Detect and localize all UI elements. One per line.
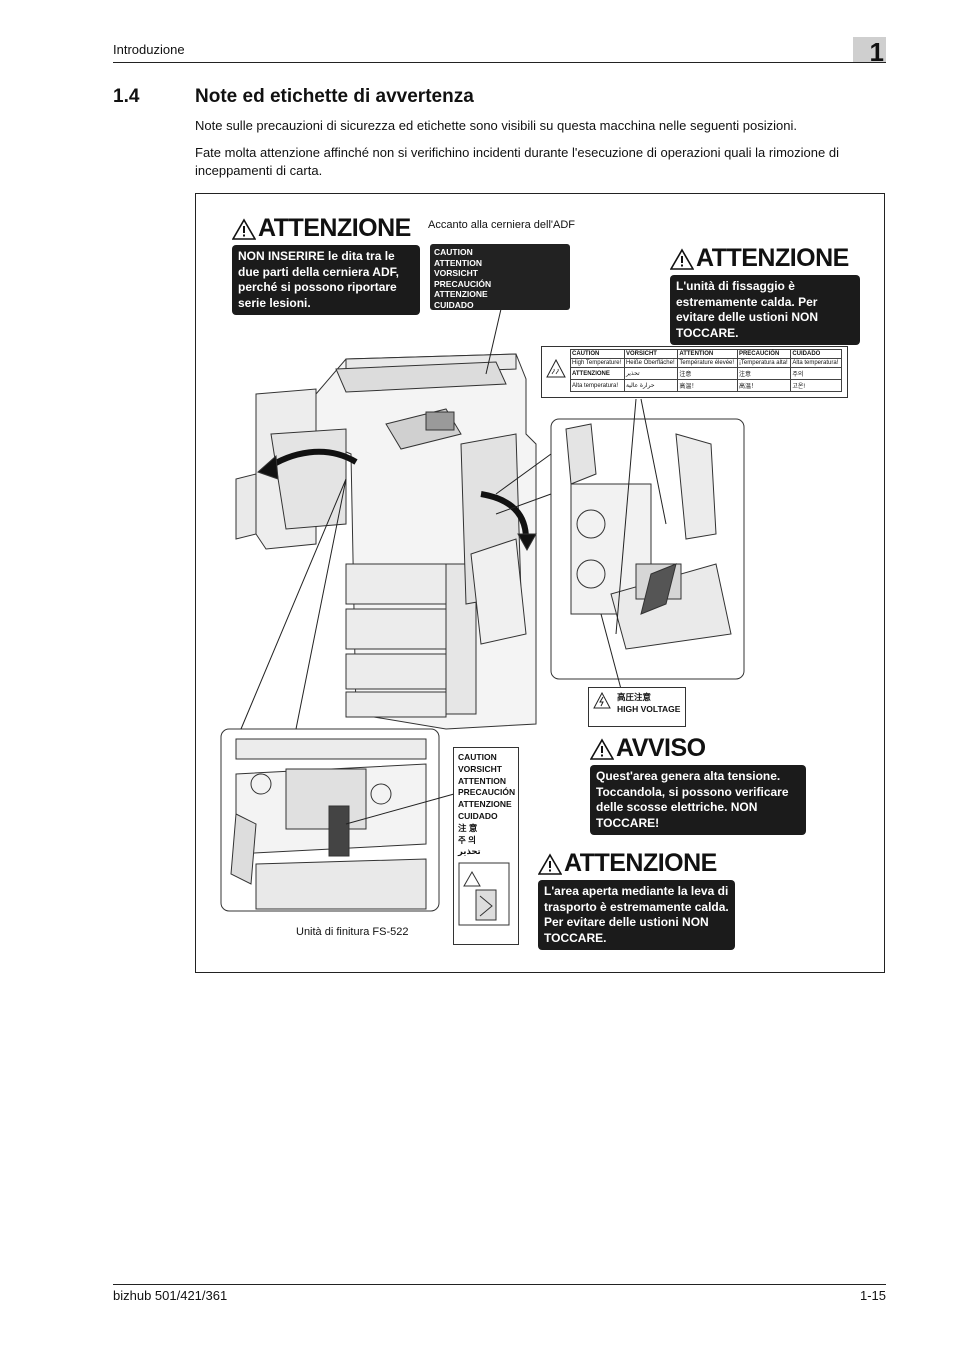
finisher-model-note: Unità di finitura FS-522: [296, 926, 409, 938]
warning-title: ATTENZIONE: [696, 244, 849, 272]
temp-cell: PRECAUCIÓN: [736, 349, 792, 359]
machine-illustration: [220, 308, 745, 912]
temp-cell: 高温！: [677, 379, 738, 392]
temp-cell: CAUTION: [570, 349, 625, 359]
warning-triangle-icon: [538, 852, 562, 875]
warning-triangle-icon: [670, 247, 694, 270]
sticker-line: 주 의: [458, 834, 477, 845]
warning-text-box: L'unità di fissaggio è estremamente cald…: [670, 275, 860, 345]
warning-text-box: L'area aperta mediante la leva di traspo…: [538, 880, 735, 950]
warning-high-voltage-heading: AVVISO: [590, 734, 806, 763]
section-number: 1.4: [113, 86, 140, 107]
warning-triangle-icon: [590, 737, 614, 760]
high-temperature-table: CAUTION VORSICHT ATTENTION PRECAUCIÓN CU…: [570, 349, 842, 392]
warning-labels-figure: ATTENZIONE NON INSERIRE le dita tra le d…: [195, 193, 885, 973]
sticker-line: CAUTION: [458, 752, 497, 762]
intro-paragraph-2: Fate molta attenzione affinché non si ve…: [195, 145, 839, 178]
running-header-section: Introduzione: [113, 42, 185, 57]
sticker-line: CAUTION: [434, 247, 473, 257]
warning-fusing-unit: ATTENZIONE L'unità di fissaggio è estrem…: [670, 244, 860, 345]
temp-cell: Température élevée!: [677, 358, 738, 368]
footer-model: bizhub 501/421/361: [113, 1288, 228, 1303]
warning-text-box: NON INSERIRE le dita tra le due parti de…: [232, 245, 420, 315]
temp-cell: 高温！: [736, 379, 792, 392]
high-temperature-label: CAUTION VORSICHT ATTENTION PRECAUCIÓN CU…: [541, 346, 848, 398]
warning-high-voltage: AVVISO Quest'area genera alta tensione. …: [590, 734, 806, 835]
warning-fusing-heading: ATTENZIONE: [670, 244, 860, 273]
sticker-line: ATTENTION: [458, 775, 507, 786]
sticker-line: PRECAUCIÓN: [458, 787, 516, 798]
temp-cell: ¡Temperatura alta!: [736, 358, 792, 368]
sticker-line: 注 意: [458, 822, 478, 833]
warning-title: ATTENZIONE: [258, 214, 411, 242]
warning-title: ATTENZIONE: [564, 849, 717, 877]
temp-cell: 주의: [790, 367, 842, 380]
sticker-line: CUIDADO: [434, 299, 474, 310]
hv-label-line: HIGH VOLTAGE: [617, 703, 681, 714]
sticker-line: PRECAUCIÓN: [434, 278, 492, 289]
temp-cell: 注意: [736, 367, 792, 380]
temp-cell: 注意: [677, 367, 738, 380]
sticker-line: ATTENZIONE: [458, 799, 512, 810]
warning-title: AVVISO: [616, 734, 706, 762]
high-voltage-label: 高圧注意 HIGH VOLTAGE: [588, 687, 686, 727]
finisher-caution-sticker: CAUTION VORSICHT ATTENTION PRECAUCIÓN AT…: [453, 747, 519, 945]
sticker-line: ATTENZIONE: [434, 289, 488, 299]
temp-cell: 고온!: [790, 379, 842, 392]
temp-cell: Alta temperatura!: [790, 358, 842, 368]
footer-page-number: 1-15: [859, 1288, 886, 1303]
temp-cell: تحذير: [623, 367, 679, 380]
sticker-line: تحذير: [458, 846, 481, 857]
chapter-number-badge: 1: [853, 37, 886, 67]
footer-rule: [113, 1284, 886, 1285]
warning-transport-lever: ATTENZIONE L'area aperta mediante la lev…: [538, 849, 735, 950]
temp-cell: VORSICHT: [623, 349, 679, 359]
warning-triangle-icon: [232, 217, 256, 240]
intro-paragraph-1: Note sulle precauzioni di sicurezza ed e…: [195, 118, 797, 133]
temp-cell: Alta temperatura!: [570, 379, 625, 392]
sticker-line: CUIDADO: [458, 810, 498, 821]
temp-cell: Heiße Oberfläche!: [623, 358, 679, 368]
temp-cell: High Temperature!: [570, 358, 625, 368]
temp-cell: CUIDADO: [790, 349, 842, 359]
warning-adf-hinge-heading: ATTENZIONE: [232, 214, 420, 243]
sticker-line: VORSICHT: [434, 268, 478, 278]
high-voltage-icon: [593, 692, 611, 709]
temp-cell: حرارة عالية: [623, 379, 679, 392]
warning-text-box: Quest'area genera alta tensione. Toccand…: [590, 765, 806, 835]
warning-transport-heading: ATTENZIONE: [538, 849, 735, 878]
sticker-line: ATTENTION: [434, 257, 483, 268]
sticker-line: VORSICHT: [458, 763, 502, 774]
finisher-hot-area-pictogram: [458, 862, 510, 926]
adf-location-note: Accanto alla cerniera dell'ADF: [428, 219, 576, 231]
temp-cell: ATTENZIONE: [570, 367, 625, 380]
header-rule: [113, 62, 886, 63]
warning-adf-hinge: ATTENZIONE NON INSERIRE le dita tra le d…: [232, 214, 420, 315]
section-title: Note ed etichette di avvertenza: [195, 86, 474, 107]
hv-label-line: 高圧注意: [617, 692, 652, 702]
temp-cell: ATTENTION: [677, 349, 738, 359]
adf-caution-sticker: CAUTION ATTENTION VORSICHT PRECAUCIÓN AT…: [430, 244, 570, 310]
hot-surface-icon: [546, 359, 566, 378]
